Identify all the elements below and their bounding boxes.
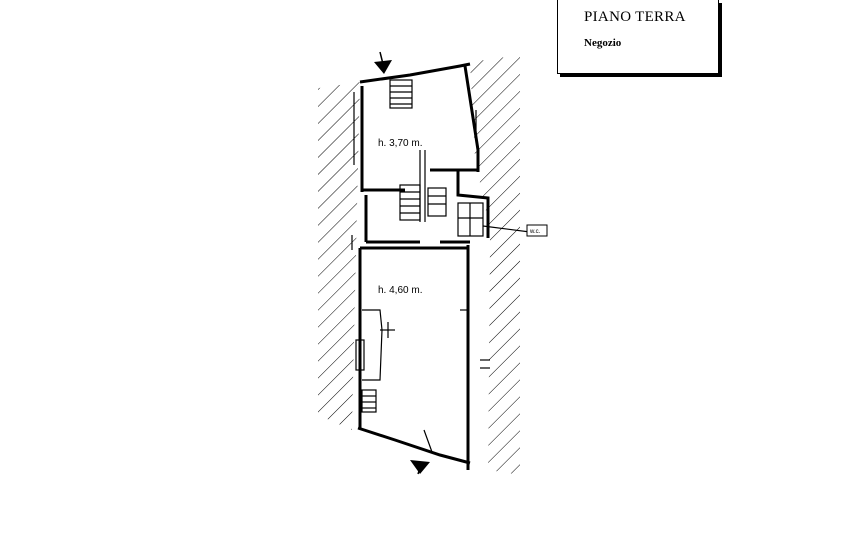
upper-room-height: h. 3,70 m. (378, 138, 422, 149)
lower-room-height: h. 4,60 m. (378, 285, 422, 296)
title-block: PIANO TERRA Negozio (557, 0, 719, 74)
wc-box (526, 224, 548, 237)
outer-walls (357, 62, 490, 470)
right-hatched-wall (470, 55, 520, 475)
floor-subtitle: Negozio (584, 37, 622, 49)
entrance-arrow-icon (374, 51, 392, 74)
entrance-arrow-icon (410, 460, 430, 475)
internal-walls (351, 79, 531, 453)
floor-title: PIANO TERRA (584, 9, 686, 25)
wc-label: w.c. (529, 229, 541, 235)
left-hatched-wall (318, 82, 360, 430)
